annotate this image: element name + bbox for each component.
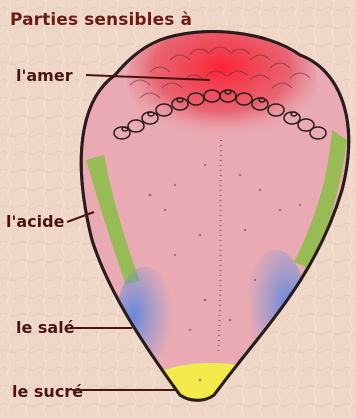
label-sucre: le sucré [12,382,83,401]
label-acide: l'acide [6,212,64,231]
label-amer: l'amer [16,66,73,85]
title: Parties sensibles à [10,10,192,30]
label-sale: le salé [16,318,75,337]
